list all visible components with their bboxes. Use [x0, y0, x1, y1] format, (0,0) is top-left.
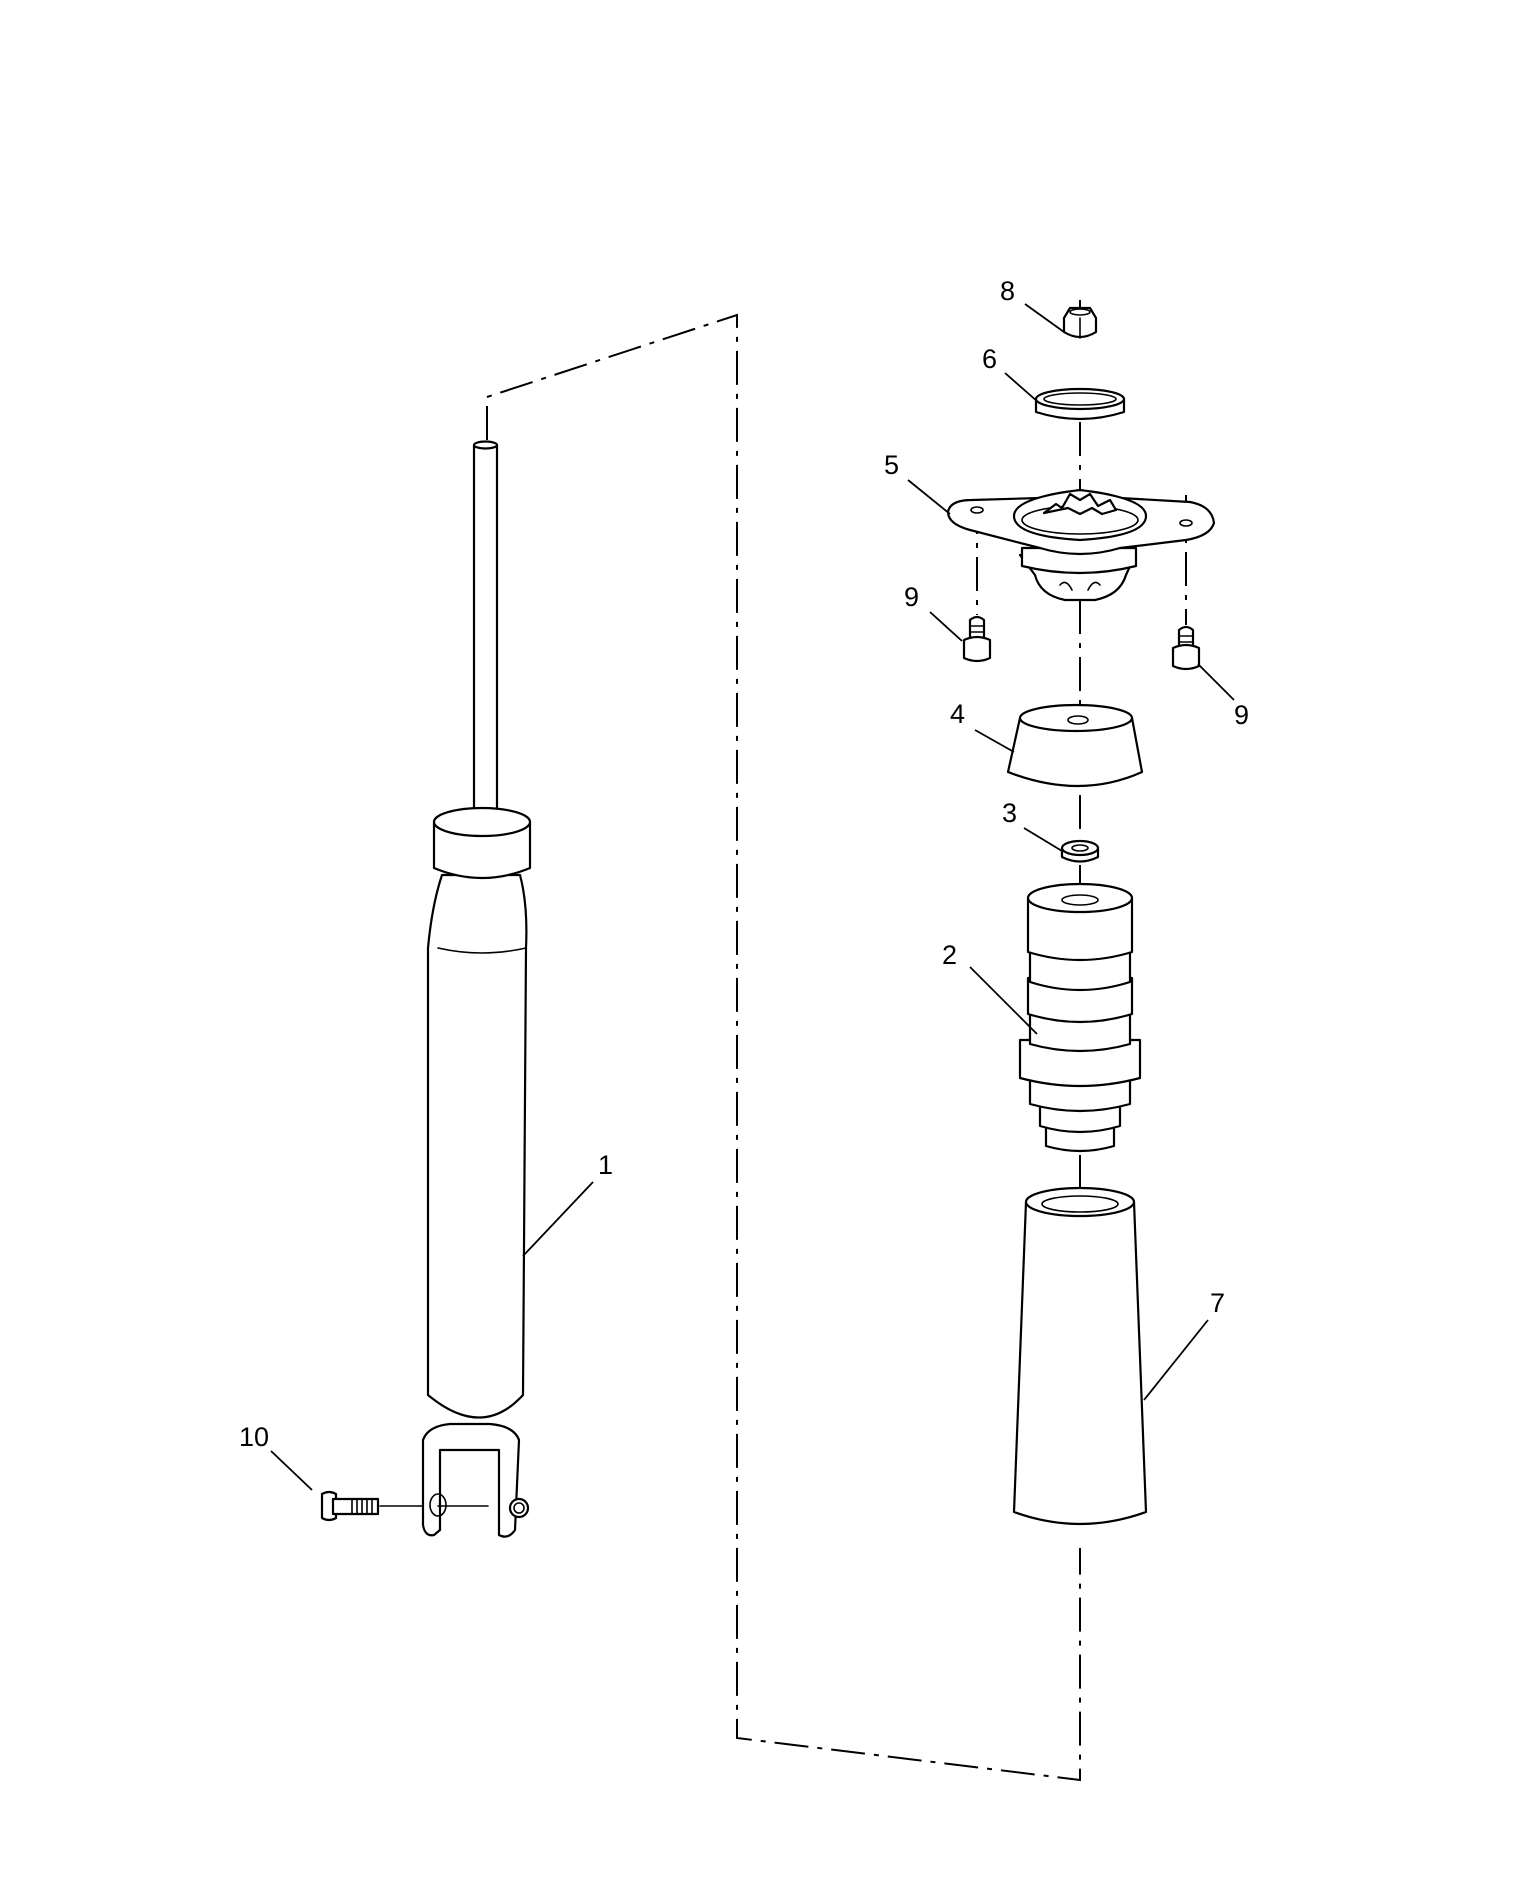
- callout-labels: 1 2 3 4 5 6 7 8 9 9 10: [239, 276, 1249, 1452]
- callout-5: 5: [884, 450, 899, 480]
- callout-9-left: 9: [904, 582, 919, 612]
- small-washer[interactable]: [1060, 839, 1100, 863]
- upper-mount[interactable]: [946, 488, 1216, 602]
- callout-8: 8: [1000, 276, 1015, 306]
- callout-7: 7: [1210, 1288, 1225, 1318]
- callout-1: 1: [598, 1150, 613, 1180]
- shock-absorber[interactable]: [421, 440, 532, 1538]
- mount-bolt-right[interactable]: [1171, 625, 1201, 671]
- lower-mounting-bolt[interactable]: [320, 1490, 489, 1522]
- spacer-ring[interactable]: [1034, 387, 1126, 421]
- leader-lines: [270, 303, 1235, 1491]
- callout-6: 6: [982, 344, 997, 374]
- callout-10: 10: [239, 1422, 269, 1452]
- dust-boot[interactable]: [1012, 1186, 1148, 1526]
- callout-4: 4: [950, 699, 965, 729]
- mount-bolt-left[interactable]: [962, 615, 992, 663]
- bump-stop-bellows[interactable]: [1018, 882, 1142, 1153]
- callout-9-right: 9: [1234, 700, 1249, 730]
- callout-3: 3: [1002, 798, 1017, 828]
- bump-stop-cap[interactable]: [1006, 703, 1144, 788]
- top-nut[interactable]: [1062, 306, 1098, 339]
- callout-2: 2: [942, 940, 957, 970]
